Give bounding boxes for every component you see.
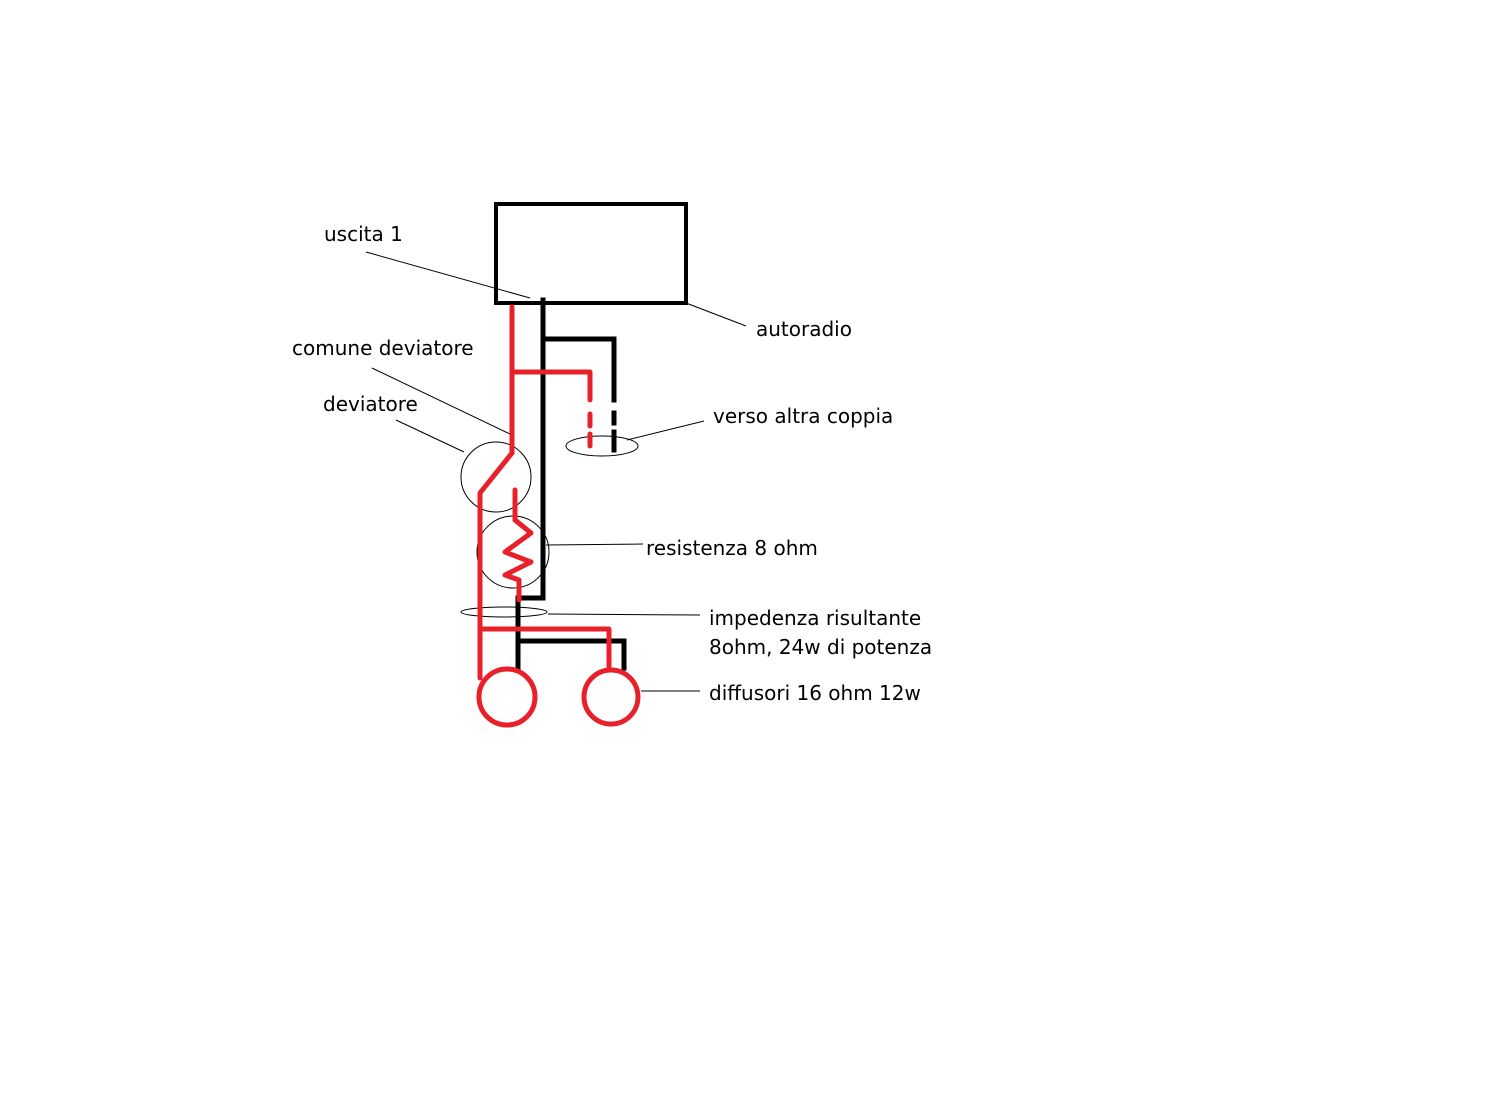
impedenza-ellipse bbox=[460, 606, 548, 618]
leader-uscita bbox=[365, 251, 531, 299]
leader-verso-altra-coppia bbox=[626, 420, 705, 441]
switch-lever bbox=[477, 450, 515, 496]
label-comune-deviatore: comune deviatore bbox=[292, 336, 474, 360]
deviatore-circle bbox=[460, 441, 532, 513]
black-branch-wire bbox=[540, 336, 617, 403]
leader-autoradio bbox=[685, 302, 747, 327]
resistor-zigzag bbox=[502, 517, 534, 603]
label-uscita: uscita 1 bbox=[324, 222, 403, 246]
leader-resistenza bbox=[545, 543, 644, 546]
leader-deviatore bbox=[395, 419, 465, 453]
red-wires bbox=[477, 304, 612, 681]
speaker-right bbox=[581, 667, 641, 727]
label-impedenza-line2: 8ohm, 24w di potenza bbox=[709, 635, 932, 659]
label-impedenza-line1: impedenza risultante bbox=[709, 606, 921, 630]
autoradio-box bbox=[494, 202, 688, 305]
leader-impedenza bbox=[547, 613, 701, 616]
annotation-lines bbox=[365, 251, 747, 692]
label-diffusori: diffusori 16 ohm 12w bbox=[709, 681, 921, 705]
leader-comune-deviatore bbox=[371, 367, 511, 435]
verso-altra-coppia-ellipse bbox=[565, 435, 639, 457]
black-wires bbox=[515, 297, 627, 673]
red-bus-wire bbox=[477, 626, 612, 671]
red-branch-wire bbox=[509, 369, 593, 403]
black-right-speaker-wire bbox=[515, 638, 627, 671]
label-verso-altra-coppia: verso altra coppia bbox=[713, 404, 893, 428]
label-autoradio: autoradio bbox=[756, 317, 852, 341]
label-deviatore: deviatore bbox=[323, 392, 418, 416]
label-resistenza: resistenza 8 ohm bbox=[646, 536, 818, 560]
black-main-wire bbox=[515, 297, 546, 601]
speaker-left bbox=[476, 666, 538, 728]
